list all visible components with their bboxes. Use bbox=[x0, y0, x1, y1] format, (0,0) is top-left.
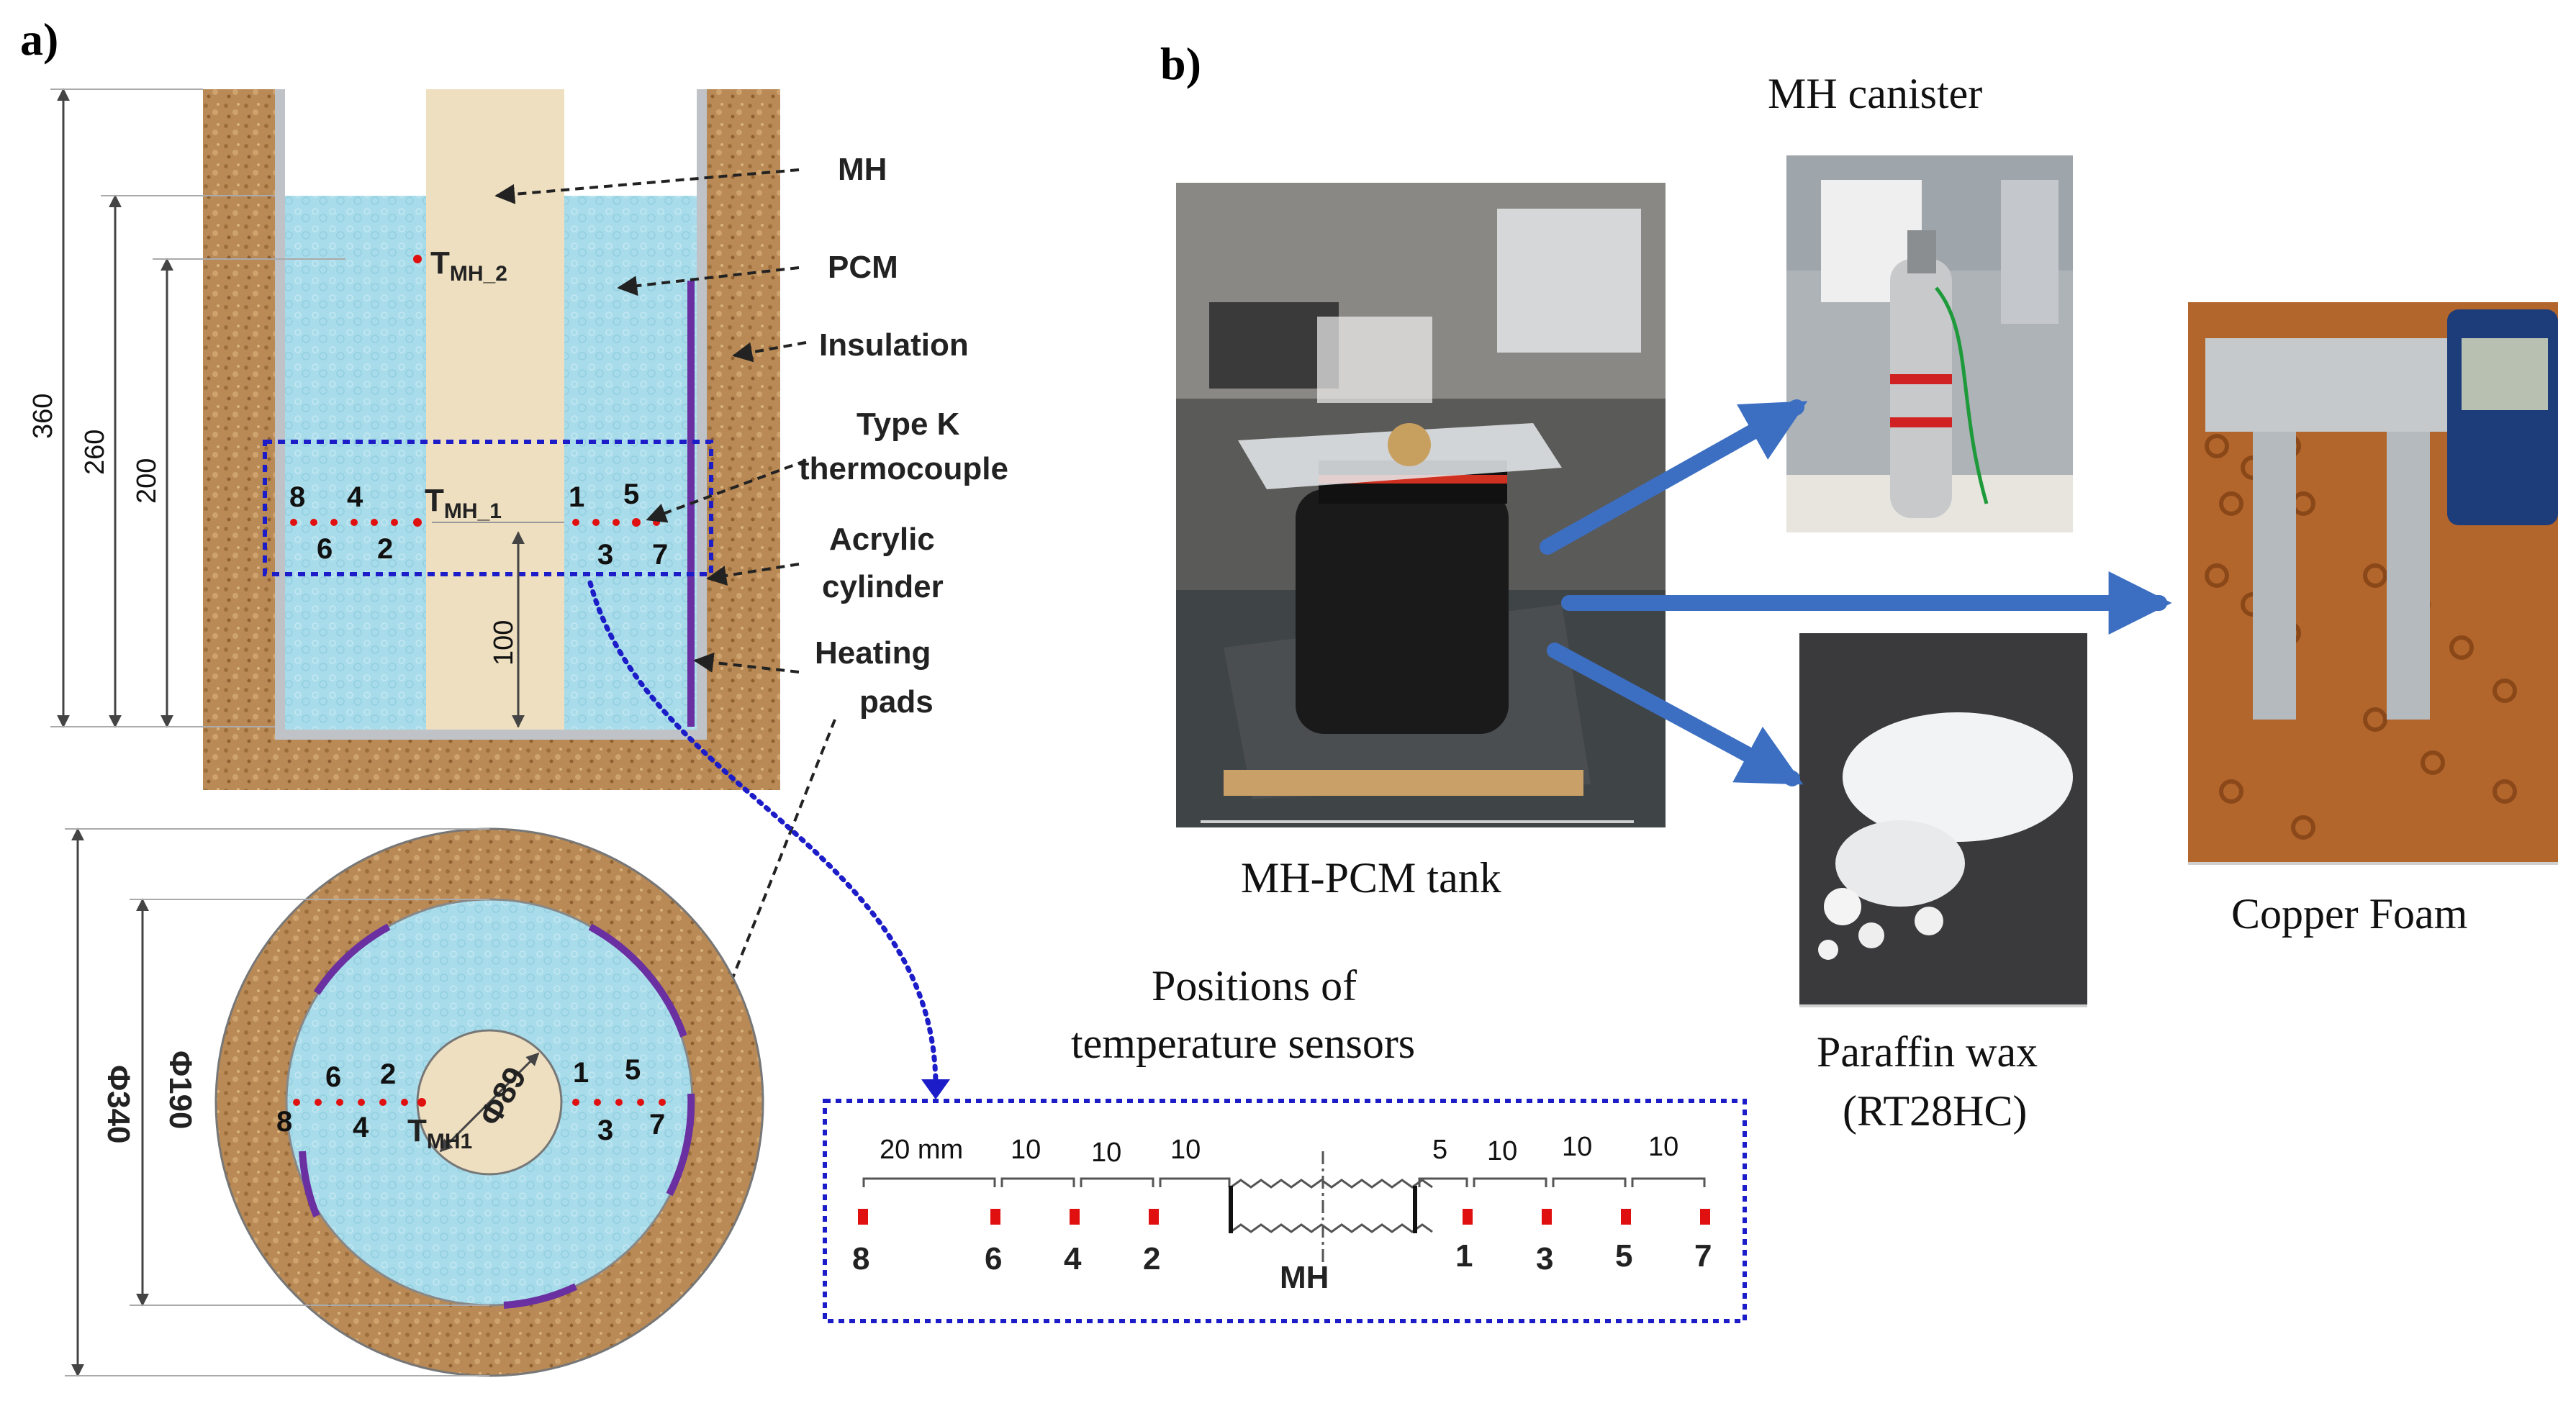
positions-title-2: temperature sensors bbox=[1071, 1020, 1415, 1067]
canister-photo bbox=[1786, 155, 2073, 532]
top-num-8: 8 bbox=[276, 1106, 292, 1138]
top-sensor-dots bbox=[293, 1098, 666, 1107]
callout-insulation: Insulation bbox=[819, 327, 969, 363]
sec-num-4: 4 bbox=[347, 481, 363, 513]
pcm-left bbox=[275, 196, 426, 730]
sec-num-5: 5 bbox=[623, 478, 639, 510]
acrylic-wall-right bbox=[697, 89, 707, 730]
pos-sensor-8: 8 bbox=[852, 1241, 869, 1276]
dim-100: 100 bbox=[489, 620, 519, 666]
spacing-20mm: 20 mm bbox=[880, 1135, 963, 1165]
caption-tank: MH-PCM tank bbox=[1241, 854, 1501, 902]
pos-sensor-2: 2 bbox=[1143, 1241, 1160, 1276]
dim-200: 200 bbox=[132, 458, 162, 504]
spacing-l-10b: 10 bbox=[1091, 1138, 1121, 1168]
top-heating-pads bbox=[299, 923, 695, 1309]
panel-b-label: b) bbox=[1160, 38, 1201, 89]
caption-wax-1: Paraffin wax bbox=[1817, 1028, 2038, 1076]
tmh2-label: TMH_2 bbox=[430, 245, 507, 286]
callout-mh: MH bbox=[838, 152, 887, 187]
caption-foam: Copper Foam bbox=[2231, 890, 2467, 938]
pos-sensor-1: 1 bbox=[1455, 1238, 1473, 1274]
top-num-2: 2 bbox=[380, 1058, 396, 1090]
positions-title-1: Positions of bbox=[1152, 962, 1357, 1010]
top-num-1: 1 bbox=[573, 1057, 589, 1089]
dim-260: 260 bbox=[80, 430, 110, 475]
spacing-l-10c: 10 bbox=[1170, 1135, 1201, 1165]
callout-heating: Heating bbox=[815, 635, 931, 671]
tank-top-view: Φ89 6 2 8 4 1 5 3 7 TMH1 bbox=[214, 827, 764, 1377]
callout-cylinder: cylinder bbox=[822, 569, 944, 604]
section-dimensions bbox=[50, 88, 345, 728]
spacing-r-10c: 10 bbox=[1648, 1132, 1678, 1162]
pos-sensor-7: 7 bbox=[1694, 1238, 1712, 1274]
callout-leaders bbox=[494, 168, 836, 1053]
top-num-7: 7 bbox=[649, 1109, 665, 1140]
callout-pads: pads bbox=[859, 684, 934, 720]
sensor-zone-frame bbox=[263, 440, 713, 576]
top-num-4: 4 bbox=[353, 1112, 369, 1143]
tmh1-label: TMH_1 bbox=[425, 483, 502, 523]
pos-sensor-4: 4 bbox=[1064, 1241, 1082, 1276]
sensor-positions-box bbox=[823, 1099, 1747, 1323]
sec-num-6: 6 bbox=[317, 533, 333, 565]
caption-wax-2: (RT28HC) bbox=[1843, 1087, 2027, 1135]
dim-inner-190: Φ190 bbox=[163, 1051, 198, 1130]
top-num-3: 3 bbox=[597, 1115, 613, 1146]
sec-num-7: 7 bbox=[652, 539, 668, 571]
panel-a-label: a) bbox=[20, 14, 58, 65]
acrylic-bottom bbox=[275, 730, 707, 740]
callout-pcm: PCM bbox=[828, 250, 898, 285]
dim-outer-340: Φ340 bbox=[101, 1065, 136, 1144]
sec-num-8: 8 bbox=[289, 481, 305, 513]
spacing-r-5: 5 bbox=[1432, 1135, 1447, 1165]
spacing-r-10a: 10 bbox=[1487, 1136, 1517, 1166]
caption-canister: MH canister bbox=[1768, 70, 1982, 117]
sec-num-1: 1 bbox=[569, 481, 584, 513]
pos-center-mh: MH bbox=[1280, 1260, 1329, 1295]
tank-photo bbox=[1176, 183, 1666, 827]
zoom-connector-arrow bbox=[921, 1079, 950, 1099]
top-num-5: 5 bbox=[625, 1054, 641, 1086]
zoom-connector bbox=[587, 580, 939, 1089]
wax-photo bbox=[1799, 633, 2087, 1004]
acrylic-wall-left bbox=[275, 89, 285, 730]
sensor-dots-section bbox=[290, 255, 660, 527]
spacing-l-10a: 10 bbox=[1011, 1135, 1041, 1165]
top-tmh1-label: TMH1 bbox=[407, 1113, 472, 1153]
pcm-right bbox=[564, 196, 707, 730]
pos-sensor-3: 3 bbox=[1536, 1241, 1553, 1276]
top-num-6: 6 bbox=[325, 1061, 341, 1093]
tank-cross-section: 8 4 6 2 1 5 3 7 TMH_2 TMH_1 100 bbox=[203, 89, 780, 790]
foam-photo bbox=[2188, 302, 2558, 863]
sec-num-2: 2 bbox=[377, 533, 393, 565]
callout-thermocouple: thermocouple bbox=[799, 451, 1008, 486]
photo-arrows bbox=[1540, 399, 2172, 786]
pos-sensor-6: 6 bbox=[985, 1241, 1002, 1276]
spacing-r-10b: 10 bbox=[1562, 1132, 1592, 1162]
callout-typek: Type K bbox=[857, 407, 960, 442]
top-view-dimensions bbox=[65, 827, 489, 1377]
dim-360: 360 bbox=[28, 394, 58, 439]
sec-num-3: 3 bbox=[597, 539, 613, 571]
callout-acrylic: Acrylic bbox=[829, 522, 935, 557]
pos-sensor-5: 5 bbox=[1615, 1238, 1632, 1274]
